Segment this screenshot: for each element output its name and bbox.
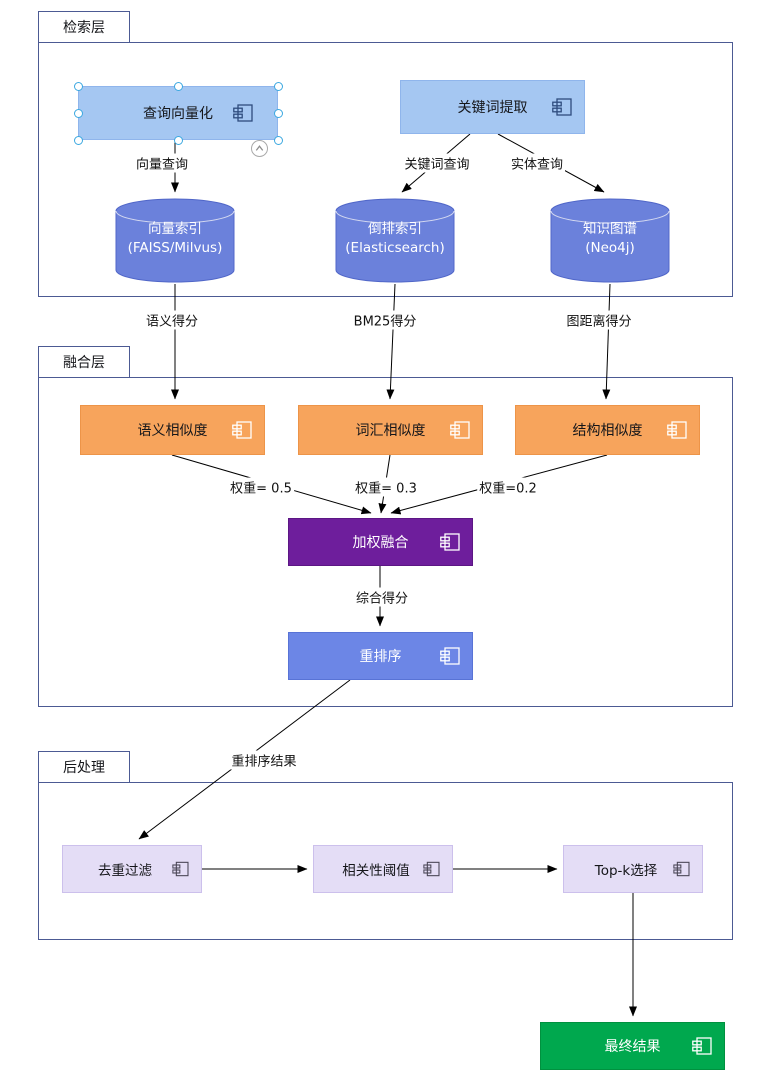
node-structural-similarity[interactable]: 结构相似度 <box>515 405 700 455</box>
edge-label-weight-structural[interactable]: 权重=0.2 <box>477 477 539 497</box>
component-icon <box>552 98 572 116</box>
edge-label-graph-distance-score[interactable]: 图距离得分 <box>564 310 634 330</box>
component-icon <box>232 421 252 439</box>
node-vector-index-sublabel: (FAISS/Milvus) <box>127 239 223 256</box>
component-icon <box>450 421 470 439</box>
node-relevance-threshold[interactable]: 相关性阈值 <box>313 845 453 893</box>
node-query-vectorize[interactable]: 查询向量化 <box>78 86 278 140</box>
edge-label-bm25-score[interactable]: BM25得分 <box>351 310 419 330</box>
component-icon <box>667 421 687 439</box>
component-icon <box>172 862 189 877</box>
cylinder-shape <box>115 198 235 283</box>
node-semantic-similarity-label: 语义相似度 <box>137 423 208 439</box>
component-icon <box>673 862 690 877</box>
edge-label-rerank-result[interactable]: 重排序结果 <box>229 750 299 770</box>
node-final-result-label: 最终结果 <box>604 1039 661 1055</box>
node-knowledge-graph-label: 知识图谱 <box>583 221 637 237</box>
container-postprocess-label: 后处理 <box>63 760 105 776</box>
edge-label-vector-query[interactable]: 向量查询 <box>133 153 191 173</box>
node-dedup-filter[interactable]: 去重过滤 <box>62 845 202 893</box>
node-lexical-similarity-label: 词汇相似度 <box>355 423 426 439</box>
node-keyword-extract-label: 关键词提取 <box>457 100 528 116</box>
edge-label-combined-score[interactable]: 综合得分 <box>353 587 411 607</box>
edge-label-weight-semantic[interactable]: 权重= 0.5 <box>228 477 294 497</box>
node-weighted-fusion[interactable]: 加权融合 <box>288 518 473 566</box>
container-fusion-label: 融合层 <box>63 355 105 371</box>
container-fusion-tab[interactable]: 融合层 <box>38 346 130 378</box>
container-retrieval-layer[interactable]: 检索层 <box>38 11 733 297</box>
selection-handle-ne[interactable] <box>274 82 283 91</box>
selection-handle-n[interactable] <box>174 82 183 91</box>
edge-label-weight-lexical[interactable]: 权重= 0.3 <box>353 477 419 497</box>
edge-label-entity-query[interactable]: 实体查询 <box>508 153 566 173</box>
container-retrieval-tab[interactable]: 检索层 <box>38 11 130 43</box>
node-final-result[interactable]: 最终结果 <box>540 1022 725 1070</box>
cylinder-shape <box>335 198 455 283</box>
selection-handle-w[interactable] <box>74 109 83 118</box>
node-weighted-fusion-label: 加权融合 <box>352 535 409 551</box>
component-icon <box>440 647 460 665</box>
selection-handle-se[interactable] <box>274 136 283 145</box>
node-topk-select[interactable]: Top-k选择 <box>563 845 703 893</box>
node-vector-index[interactable]: 向量索引 (FAISS/Milvus) <box>115 198 235 283</box>
node-query-vectorize-label: 查询向量化 <box>143 106 213 122</box>
node-rerank-label: 重排序 <box>359 649 402 665</box>
node-relevance-threshold-label: 相关性阈值 <box>342 863 410 879</box>
node-keyword-extract[interactable]: 关键词提取 <box>400 80 585 134</box>
component-icon <box>423 862 440 877</box>
selection-handle-s[interactable] <box>174 136 183 145</box>
node-inverted-index[interactable]: 倒排索引 (Elasticsearch) <box>335 198 455 283</box>
component-icon <box>233 104 253 122</box>
selection-handle-sw[interactable] <box>74 136 83 145</box>
container-retrieval-label: 检索层 <box>63 20 105 36</box>
node-vector-index-label: 向量索引 <box>148 221 202 237</box>
node-structural-similarity-label: 结构相似度 <box>572 423 643 439</box>
node-inverted-index-sublabel: (Elasticsearch) <box>345 239 445 256</box>
rotate-handle[interactable] <box>251 140 268 157</box>
node-knowledge-graph[interactable]: 知识图谱 (Neo4j) <box>550 198 670 283</box>
edge-label-semantic-score[interactable]: 语义得分 <box>143 310 201 330</box>
component-icon <box>440 533 460 551</box>
node-topk-select-label: Top-k选择 <box>594 863 658 879</box>
selection-handle-e[interactable] <box>274 109 283 118</box>
container-postprocess-tab[interactable]: 后处理 <box>38 751 130 783</box>
cylinder-shape <box>550 198 670 283</box>
container-postprocess-layer[interactable]: 后处理 <box>38 751 733 940</box>
container-fusion-layer[interactable]: 融合层 <box>38 346 733 707</box>
node-rerank[interactable]: 重排序 <box>288 632 473 680</box>
component-icon <box>692 1037 712 1055</box>
selection-handle-nw[interactable] <box>74 82 83 91</box>
node-semantic-similarity[interactable]: 语义相似度 <box>80 405 265 455</box>
node-lexical-similarity[interactable]: 词汇相似度 <box>298 405 483 455</box>
node-knowledge-graph-sublabel: (Neo4j) <box>585 239 635 256</box>
node-dedup-filter-label: 去重过滤 <box>98 863 152 879</box>
edge-label-keyword-query[interactable]: 关键词查询 <box>402 153 472 173</box>
node-inverted-index-label: 倒排索引 <box>368 221 422 237</box>
